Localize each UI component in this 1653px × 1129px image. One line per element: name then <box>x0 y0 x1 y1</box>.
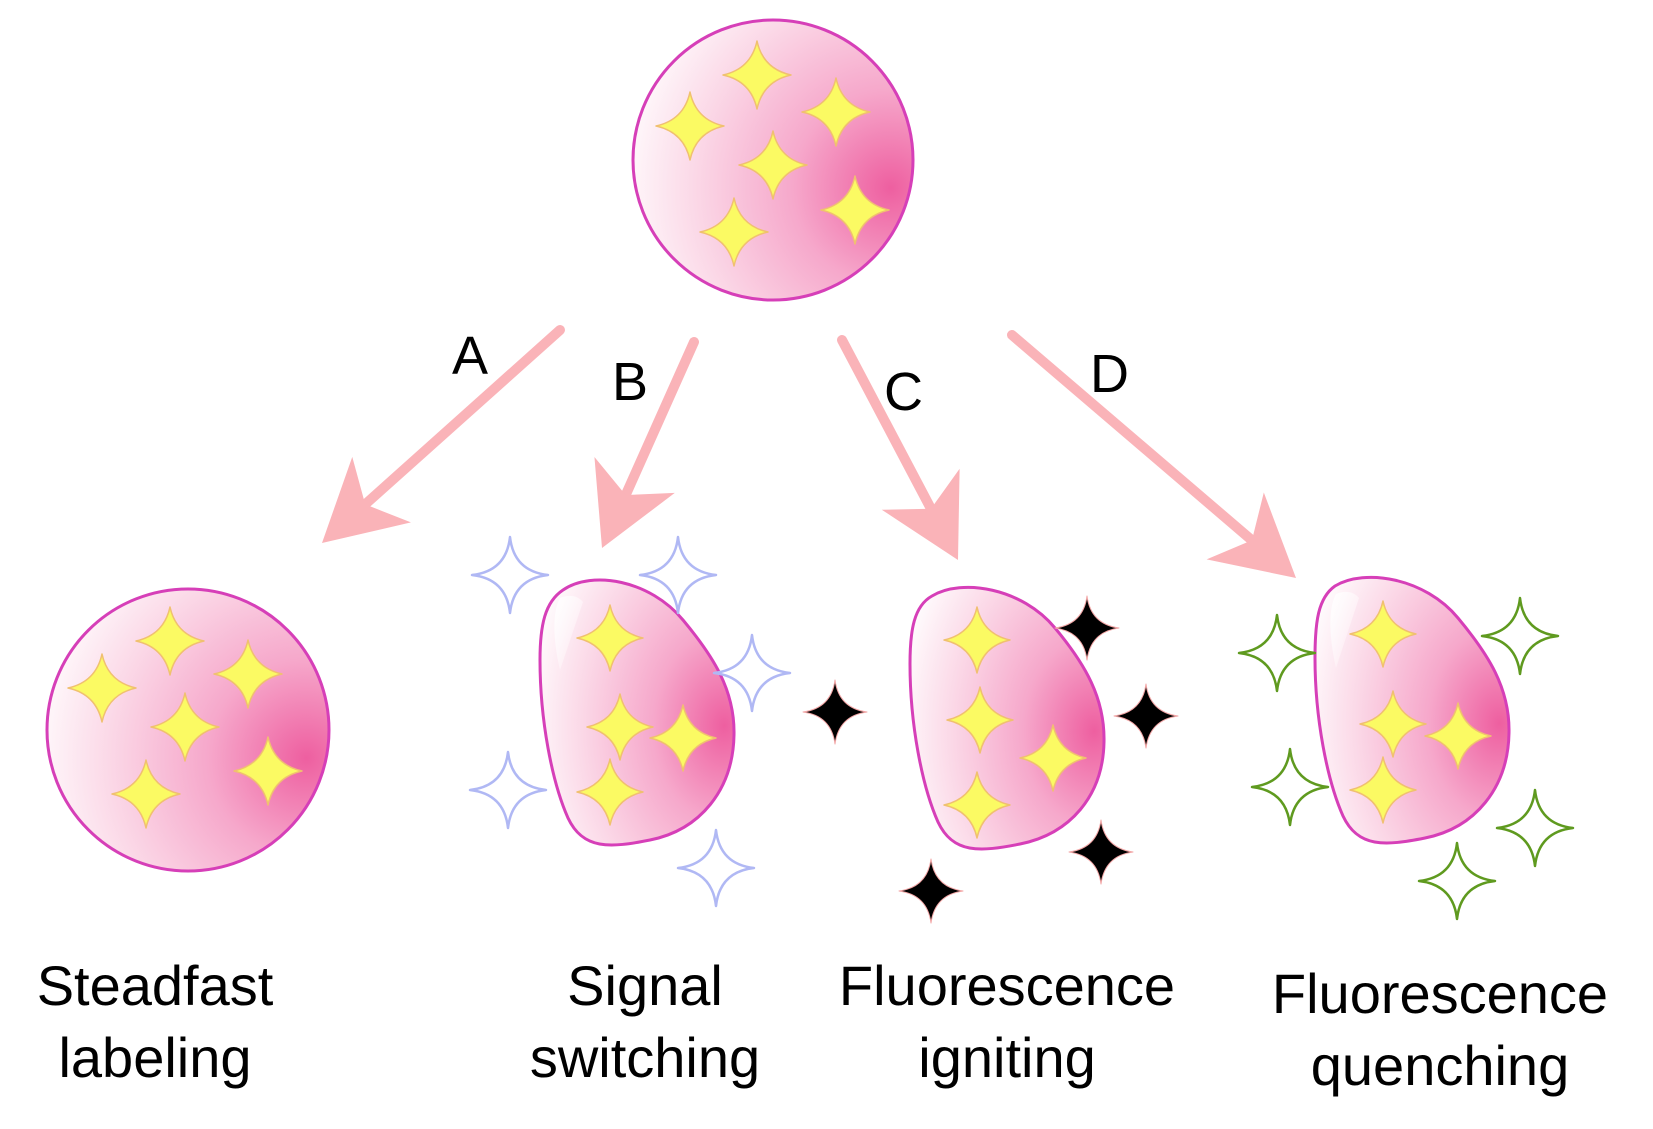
four-point-star-icon <box>135 606 205 676</box>
hollow-four-point-star-icon <box>676 828 756 908</box>
four-point-star-icon <box>1359 690 1427 758</box>
result-a-stars <box>67 606 303 829</box>
path-label-b: B <box>612 352 648 412</box>
hollow-four-point-star-icon <box>1250 747 1330 827</box>
four-point-star-icon <box>655 91 725 161</box>
four-point-star-icon <box>820 175 890 245</box>
four-point-star-icon <box>649 704 717 772</box>
hollow-four-point-star-icon <box>1495 788 1575 868</box>
path-arrows <box>322 325 1296 578</box>
four-point-star-icon <box>67 653 137 723</box>
result-b-nanoparticle <box>468 535 792 908</box>
caption-a-line1: Steadfast <box>37 954 274 1017</box>
result-a-nanoparticle <box>45 587 331 873</box>
arrow-d-head <box>1206 492 1296 578</box>
black-four-point-star-icon <box>898 858 964 924</box>
four-point-star-icon <box>943 771 1011 839</box>
four-point-star-icon <box>111 759 181 829</box>
path-label-c: C <box>884 362 923 422</box>
result-d-nanoparticle <box>1237 575 1575 921</box>
arrow-a-shaft <box>360 325 565 510</box>
four-point-star-icon <box>233 736 303 806</box>
result-c-black-stars <box>802 595 1179 924</box>
top-nanoparticle-stars <box>655 40 890 267</box>
four-point-star-icon <box>1424 702 1492 770</box>
black-four-point-star-icon <box>1054 595 1120 661</box>
four-point-star-icon <box>1019 724 1087 792</box>
caption-b-line2: switching <box>530 1026 760 1089</box>
four-point-star-icon <box>738 130 808 200</box>
black-four-point-star-icon <box>1113 683 1179 749</box>
result-d-green-stars <box>1237 596 1575 921</box>
path-label-d: D <box>1090 344 1129 404</box>
four-point-star-icon <box>946 686 1014 754</box>
four-point-star-icon <box>1349 600 1417 668</box>
four-point-star-icon <box>576 604 644 672</box>
four-point-star-icon <box>722 40 792 110</box>
caption-d-line2: quenching <box>1311 1034 1569 1097</box>
caption-a-line2: labeling <box>58 1026 251 1089</box>
result-b-shine <box>554 595 583 670</box>
hollow-four-point-star-icon <box>1417 841 1497 921</box>
hollow-four-point-star-icon <box>638 535 718 615</box>
four-point-star-icon <box>150 692 220 762</box>
four-point-star-icon <box>1349 756 1417 824</box>
result-d-body <box>1313 575 1511 845</box>
result-b-body <box>538 578 736 847</box>
four-point-star-icon <box>699 197 769 267</box>
four-point-star-icon <box>213 639 283 709</box>
black-four-point-star-icon <box>1068 819 1134 885</box>
arrow-b-shaft <box>620 337 699 501</box>
arrow-c-head <box>881 468 960 560</box>
arrow-d-shaft <box>1007 330 1257 546</box>
caption-b-line1: Signal <box>567 954 723 1017</box>
hollow-four-point-star-icon <box>470 535 550 615</box>
black-four-point-star-icon <box>802 679 868 745</box>
result-b-blue-stars <box>468 535 792 908</box>
four-point-star-icon <box>801 77 871 147</box>
caption-c-line2: igniting <box>918 1026 1095 1089</box>
hollow-four-point-star-icon <box>1480 596 1560 676</box>
four-point-star-icon <box>943 606 1011 674</box>
four-point-star-icon <box>586 693 654 761</box>
caption-c-line1: Fluorescence <box>839 954 1175 1017</box>
caption-d-line1: Fluorescence <box>1272 962 1608 1025</box>
four-point-star-icon <box>576 758 644 826</box>
top-nanoparticle <box>631 18 915 302</box>
result-d-shine <box>1330 591 1359 668</box>
hollow-four-point-star-icon <box>712 633 792 713</box>
result-c-nanoparticle <box>802 585 1179 924</box>
arrow-b-head <box>594 457 675 548</box>
result-d-inner-stars <box>1349 600 1492 824</box>
hollow-four-point-star-icon <box>468 750 548 830</box>
result-b-inner-stars <box>576 604 717 826</box>
arrow-c-shaft <box>837 335 936 514</box>
result-c-inner-stars <box>943 606 1087 839</box>
arrow-a-head <box>322 456 411 543</box>
hollow-four-point-star-icon <box>1237 613 1317 693</box>
path-label-a: A <box>452 326 488 386</box>
